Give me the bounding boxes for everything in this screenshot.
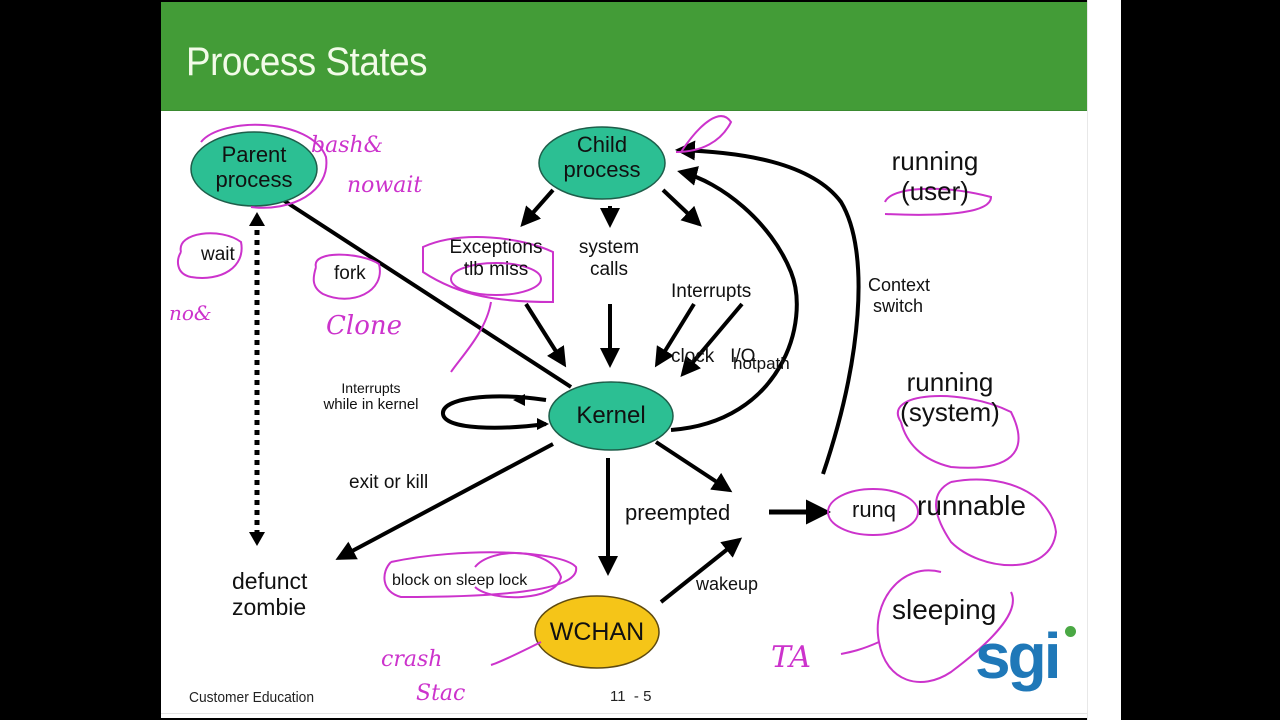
preempted-label: preempted <box>625 500 731 525</box>
runq-label: runq <box>852 497 897 522</box>
arrow-kernel-preempted <box>654 440 733 493</box>
wait-arrow-up <box>249 212 265 226</box>
hw-nowait: nowait <box>347 173 422 198</box>
node-kernel <box>548 381 674 451</box>
circle-sleep-lock <box>474 552 563 599</box>
sleeping-state: sleeping <box>892 594 997 625</box>
arrow-clock-to-kernel <box>654 302 696 368</box>
hw-bash: bash& <box>311 133 383 158</box>
arrow-io-to-kernel <box>680 302 744 378</box>
handwritten-text: bash& nowait no& Clone crash Stac TA <box>169 133 811 706</box>
arrow-wakeup <box>659 537 743 604</box>
fork-label: fork <box>334 263 366 284</box>
footer-company: Customer Education <box>189 689 315 706</box>
child-process-label: Child process <box>563 132 641 183</box>
scribble-child <box>675 115 733 153</box>
wait-arrow-down <box>249 532 265 546</box>
footer-page-number: 11 - 5 <box>610 688 652 705</box>
context-switch-label: Context switch <box>868 275 931 316</box>
circle-user <box>884 187 993 216</box>
footer-divider <box>161 713 1087 714</box>
block-on-sleep-lock-label: block on sleep lock <box>392 572 528 589</box>
slide-header: Process States <box>161 2 1087 111</box>
node-child-process <box>538 126 666 200</box>
handwritten-annotations <box>177 115 1058 683</box>
stroke-ta <box>840 641 880 655</box>
interrupts-while-in-kernel-label: Interrupts while in kernel <box>323 380 419 414</box>
line-parent-fork-kernel <box>281 198 573 389</box>
sgi-logo-dot <box>1065 626 1076 637</box>
circle-system <box>897 394 1020 469</box>
system-calls-label: system calls <box>578 237 640 280</box>
stroke-tlb <box>450 301 492 373</box>
node-parent-process <box>190 131 318 207</box>
arrow-exceptions-to-kernel <box>524 302 567 368</box>
defunct-zombie-label: defunct zombie <box>232 568 308 621</box>
slide: Process States <box>161 2 1087 718</box>
arrow-child-to-interrupts <box>661 188 702 227</box>
node-wchan <box>534 595 660 669</box>
stroke-crash <box>490 641 542 666</box>
wait-label: wait <box>201 244 235 265</box>
slide-title: Process States <box>186 40 428 84</box>
hotpath-label: hotpath <box>733 354 790 373</box>
wakeup-label: wakeup <box>696 574 759 594</box>
hw-ta: TA <box>771 640 811 675</box>
running-user-state: running (user) <box>891 146 979 206</box>
exceptions-label: Exceptions tlb miss <box>449 237 543 280</box>
arrow-child-to-exceptions <box>520 188 555 227</box>
slide-right-margin <box>1087 0 1121 720</box>
circle-fork <box>312 253 381 300</box>
circle-sleeping <box>876 569 1014 683</box>
interrupts-label: Interrupts clock I/O <box>671 280 756 368</box>
hw-clone: Clone <box>326 311 402 341</box>
curve-context-switch <box>675 140 861 475</box>
exit-or-kill-label: exit or kill <box>349 472 429 493</box>
circle-tlb-miss <box>450 262 542 296</box>
circle-parent <box>200 123 328 209</box>
wchan-label: WCHAN <box>549 618 645 646</box>
running-system-state: running (system) <box>900 367 1000 427</box>
circle-runq <box>827 488 919 536</box>
kernel-label: Kernel <box>576 402 646 429</box>
runnable-state: runnable <box>917 490 1026 521</box>
hw-crash: crash <box>381 647 442 672</box>
circle-runnable <box>935 478 1058 567</box>
hw-no: no& <box>169 301 212 325</box>
loop-interrupts-in-kernel <box>441 394 547 430</box>
circle-wait <box>177 232 243 279</box>
hw-stac: Stac <box>416 681 465 706</box>
process-state-diagram: bash& nowait no& Clone crash Stac TA <box>169 115 1058 706</box>
outline-exceptions <box>422 236 554 304</box>
curve-hotpath <box>670 166 799 432</box>
sgi-logo: sgi <box>975 620 1061 692</box>
arrow-exit-or-kill <box>335 442 554 560</box>
parent-process-label: Parent process <box>215 142 293 193</box>
